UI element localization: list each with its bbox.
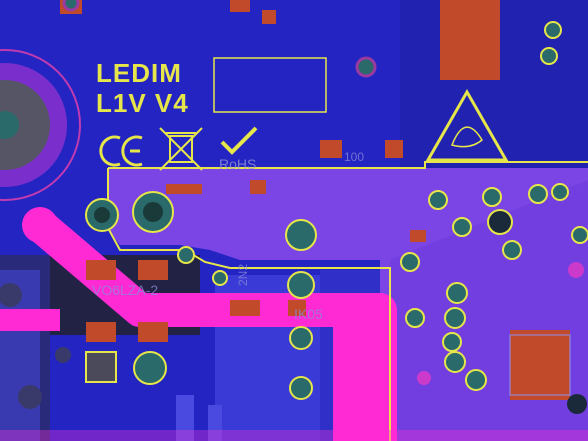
silk-outline-top [108,161,588,169]
label-box [213,57,327,113]
through-hole-pads [85,21,588,400]
rohs-check-icon [220,126,258,155]
weee-bin-icon [159,127,203,194]
ic-footprint [509,334,571,396]
esd-warning-icon [425,88,509,162]
board-title-line2: L1V V4 [96,88,189,118]
part-label-vo: VO6LZA-2 [92,282,159,298]
rohs-label: RoHS [219,156,257,172]
ce-mark-icon [99,135,143,167]
silk-outline-bottom [107,168,391,441]
part-label-100: 100 [344,150,365,164]
part-label-ik: IK05 [294,306,323,322]
board-title-line1: LEDIM [96,58,182,88]
smd-pads [60,0,570,400]
part-label-2n2: 2N2 [236,263,250,286]
vias [0,0,587,414]
bottom-pads [0,395,588,441]
